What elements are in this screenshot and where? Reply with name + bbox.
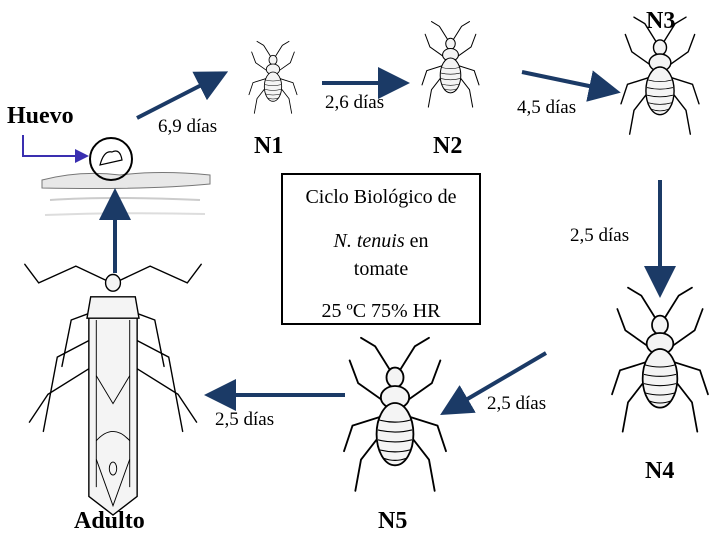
arrow-n4-to-n5 — [440, 351, 548, 416]
duration-n5-to-adult: 2,5 días — [215, 409, 275, 430]
nymph-bug-icon — [421, 21, 480, 108]
info-host: tomate — [353, 258, 409, 280]
stage-label-n5: N5 — [378, 508, 408, 534]
egg-pointer-arrow — [22, 135, 89, 163]
arrow-egg-to-n1 — [136, 71, 229, 120]
info-title: Ciclo Biológico de — [305, 186, 457, 208]
stage-label-egg: Huevo — [7, 103, 74, 129]
info-species-name: N. tenuis — [333, 230, 405, 252]
nymph-bug-icon — [343, 336, 447, 492]
adult-bug-icon — [24, 263, 202, 516]
duration-n3-to-n4: 2,5 días — [570, 225, 630, 246]
info-conditions: 25 ºC 75% HR — [321, 300, 441, 322]
duration-n4-to-n5: 2,5 días — [487, 393, 547, 414]
stage-label-n1: N1 — [254, 133, 284, 159]
egg-on-leaf-icon — [41, 137, 211, 216]
duration-n1-to-n2: 2,6 días — [325, 92, 385, 113]
nymph-bug-icon — [611, 286, 709, 433]
duration-egg-to-n1: 6,9 días — [158, 116, 218, 137]
stage-label-n4: N4 — [645, 458, 675, 484]
info-species-suffix: en — [404, 230, 429, 252]
info-species-line: N. tenuis en — [283, 231, 479, 251]
stage-label-n2: N2 — [433, 133, 463, 159]
stage-label-n3: N3 — [646, 8, 676, 34]
cycle-info-box: Ciclo Biológico de N. tenuis en tomate 2… — [281, 173, 481, 325]
arrow-n2-to-n3 — [521, 70, 621, 102]
duration-n2-to-n3: 4,5 días — [517, 97, 577, 118]
nymph-bug-icon — [248, 40, 298, 114]
stage-label-adult: Adulto — [74, 508, 145, 534]
